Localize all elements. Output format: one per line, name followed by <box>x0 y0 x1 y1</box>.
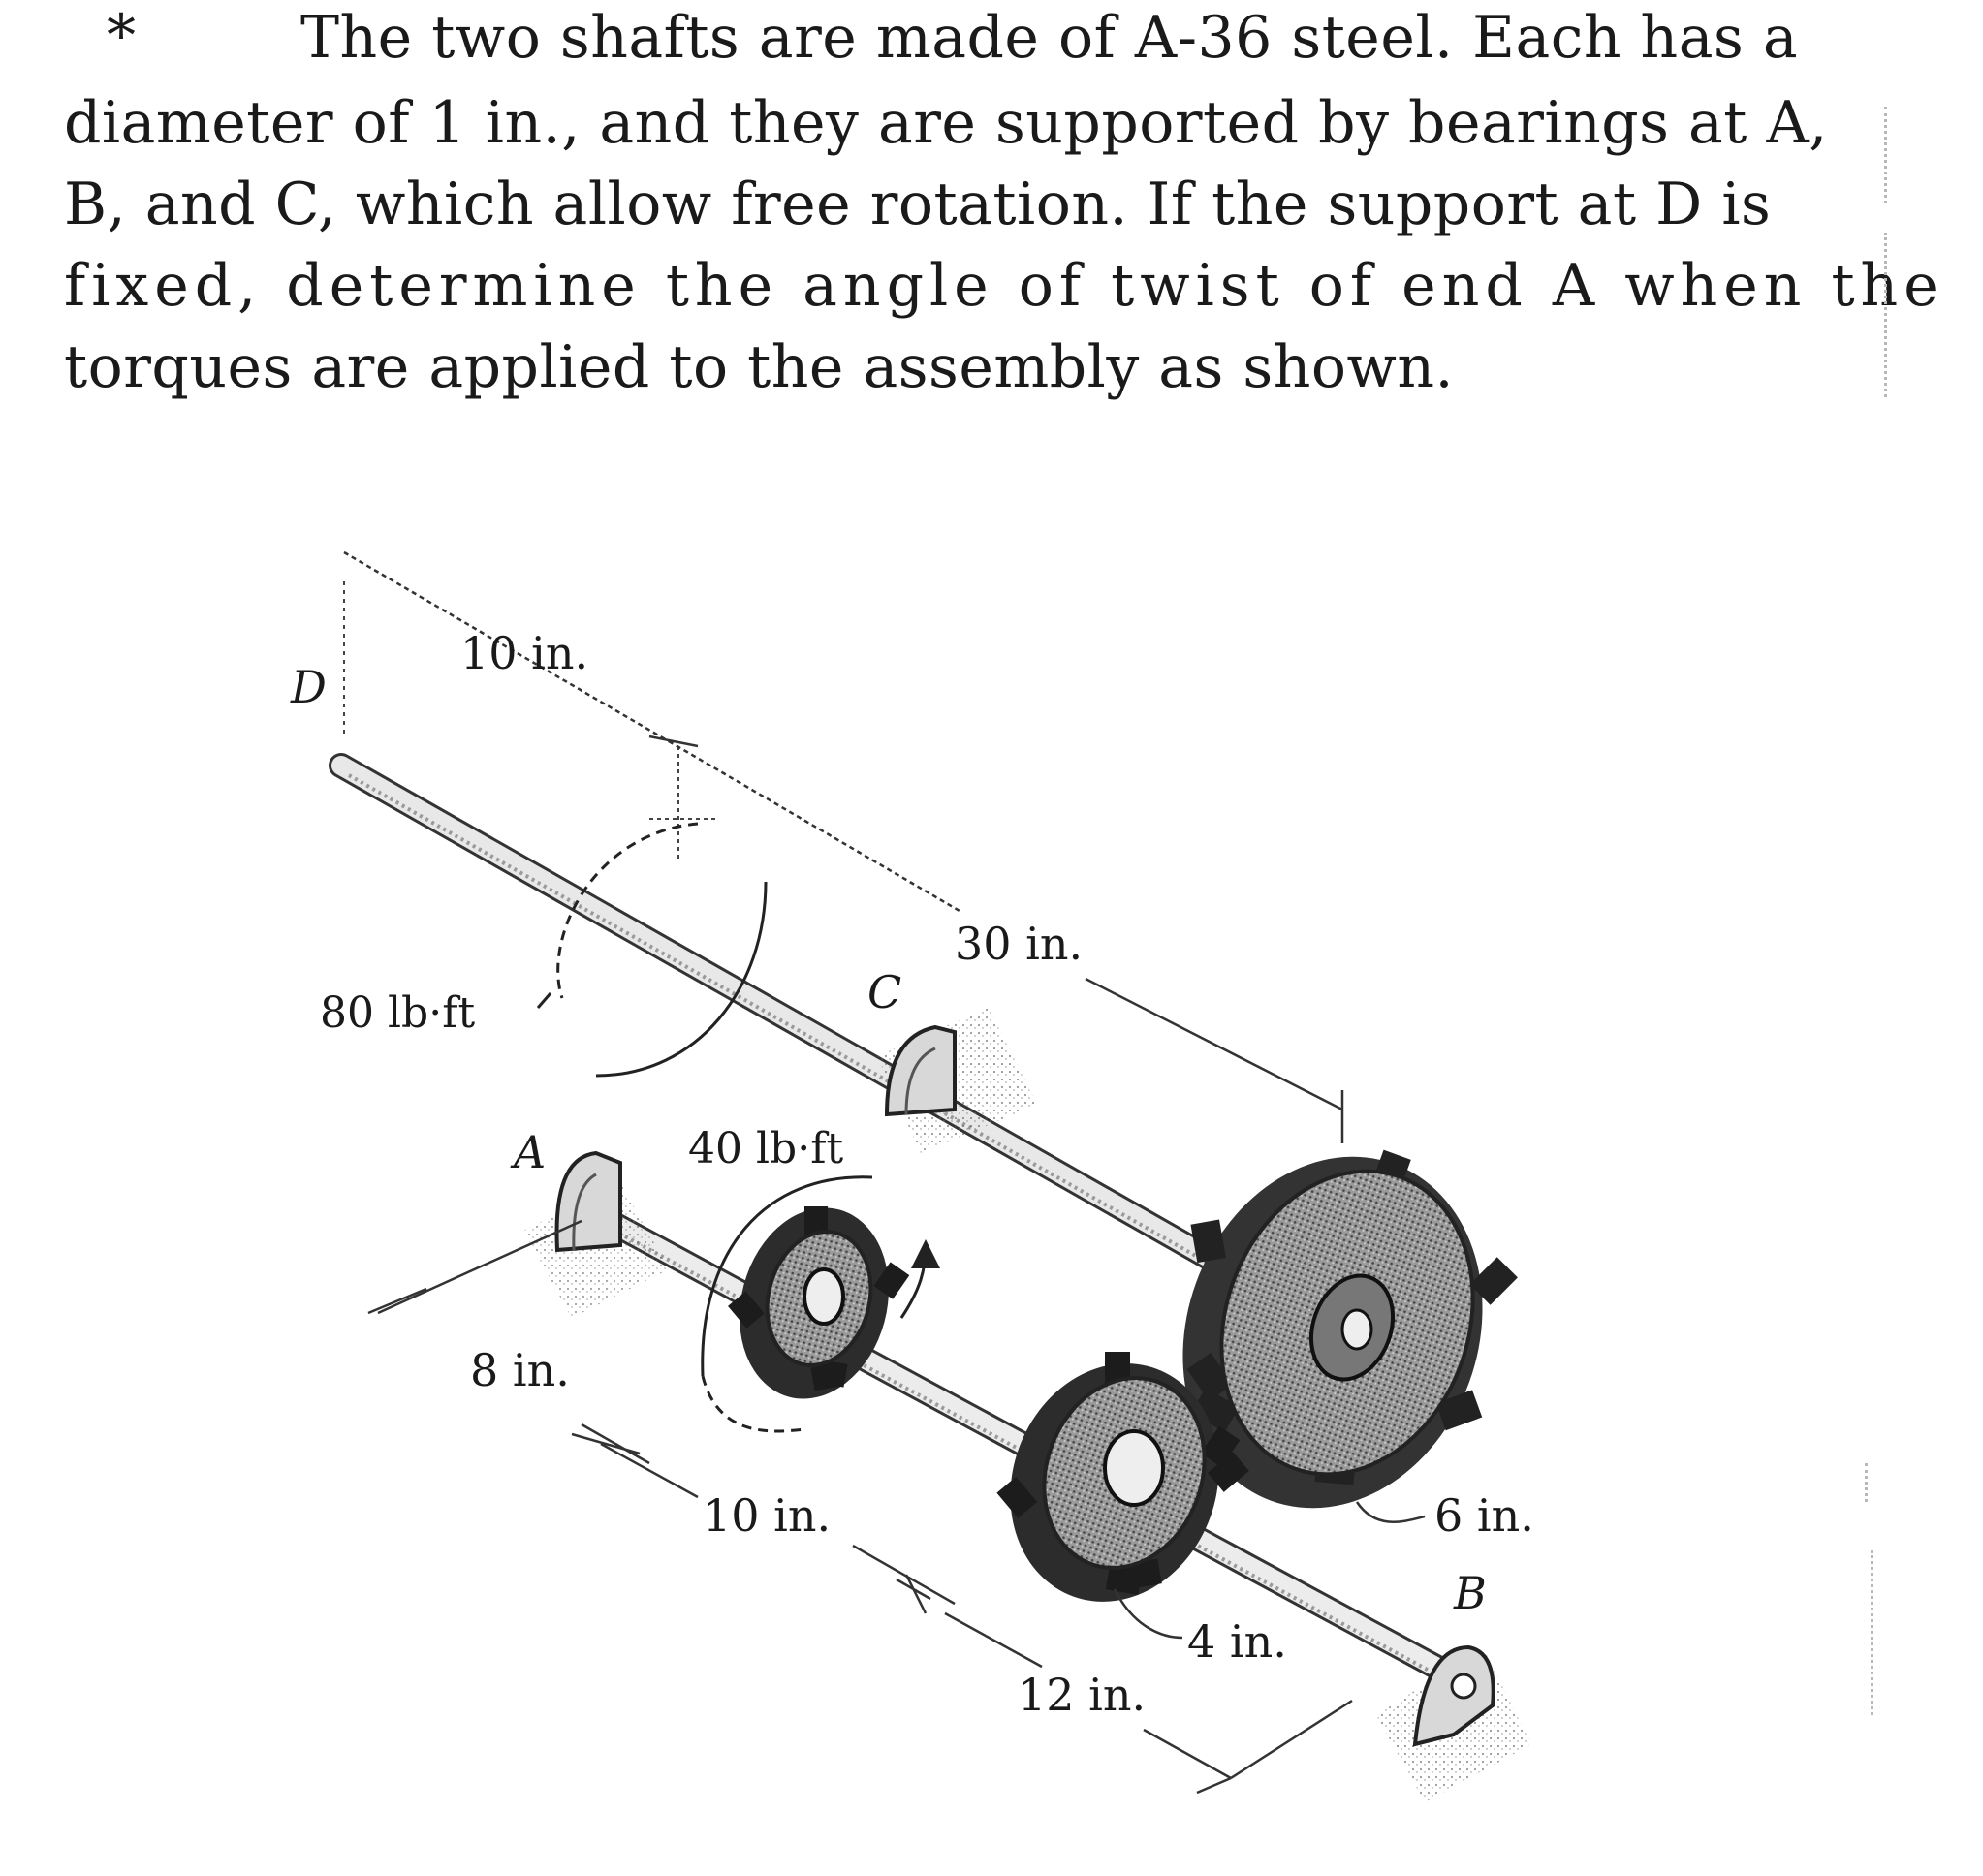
label-dim-12: 12 in. <box>1018 1669 1146 1721</box>
margin-dots-1 <box>1884 107 1887 203</box>
small-gear-a <box>728 1206 910 1399</box>
margin-dots-4 <box>1871 1550 1873 1715</box>
problem-line-4: fixed, determine the angle of twist of e… <box>64 252 1944 320</box>
label-dim-10-top: 10 in. <box>460 627 588 679</box>
label-d: D <box>290 661 327 713</box>
problem-number: * <box>107 2 136 70</box>
problem-line-3: B, and C, which allow free rotation. If … <box>64 171 1772 238</box>
problem-line-2: diameter of 1 in., and they are supporte… <box>64 89 1828 157</box>
bearing-c <box>877 1008 1037 1153</box>
large-gear <box>1182 1149 1518 1509</box>
dimension-lines <box>343 550 1426 1795</box>
label-b: B <box>1453 1567 1487 1619</box>
label-dim-10-bottom: 10 in. <box>703 1489 831 1542</box>
upper-shaft <box>329 753 1302 1316</box>
bearing-b <box>1376 1644 1531 1802</box>
problem-line-1: The two shafts are made of A-36 steel. E… <box>300 4 1799 72</box>
margin-dots-2 <box>1884 233 1887 397</box>
label-torque-80: 80 lb·ft <box>320 988 475 1038</box>
bearing-a <box>523 1150 669 1318</box>
problem-line-5: torques are applied to the assembly as s… <box>64 333 1455 401</box>
small-gear-lower <box>996 1352 1249 1602</box>
label-dim-8: 8 in. <box>470 1344 570 1396</box>
label-dim-30: 30 in. <box>955 918 1083 970</box>
label-radius-4: 4 in. <box>1187 1615 1287 1668</box>
torque-80-arc <box>536 746 768 1078</box>
torque-40-arc <box>701 1175 940 1433</box>
label-a: A <box>510 1126 546 1178</box>
label-radius-6: 6 in. <box>1434 1489 1534 1542</box>
label-torque-40: 40 lb·ft <box>688 1124 843 1173</box>
label-c: C <box>867 966 901 1018</box>
margin-dots-3 <box>1865 1463 1868 1502</box>
